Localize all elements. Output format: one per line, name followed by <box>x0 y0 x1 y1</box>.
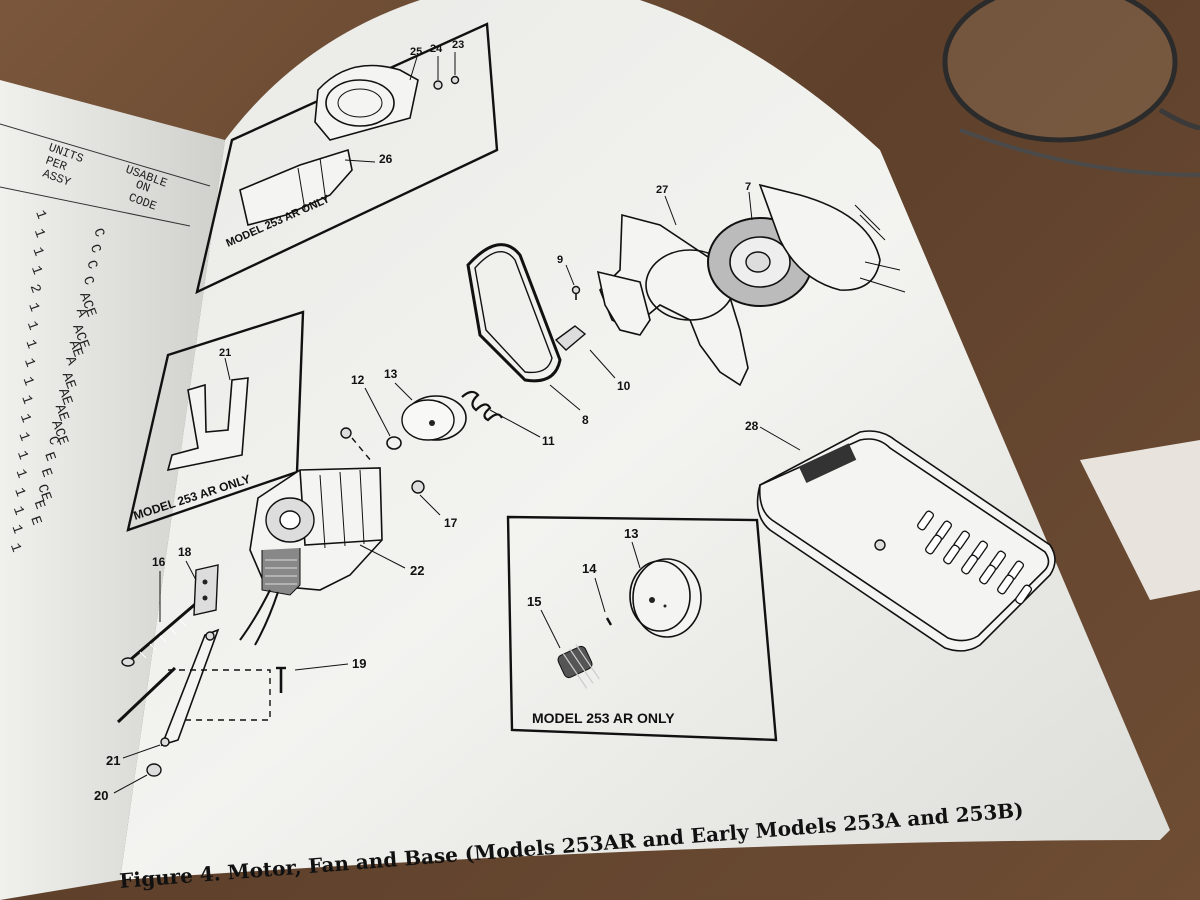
callout-15: 15 <box>527 594 541 609</box>
callout-26: 26 <box>379 152 393 166</box>
inset-bottom: 13 14 15 MODEL 253 AR ONLY <box>506 515 778 742</box>
callout-25: 25 <box>410 46 422 58</box>
callout-16: 16 <box>152 555 166 569</box>
callout-21: 21 <box>106 753 120 768</box>
callout-12: 12 <box>351 373 365 387</box>
callout-11: 11 <box>542 434 555 448</box>
eyeglasses <box>942 0 1200 177</box>
code_column-cell: AE <box>54 386 75 407</box>
code-header-2: ON <box>134 178 152 196</box>
inset-bottom-label: MODEL 253 AR ONLY <box>532 710 675 726</box>
callout-18: 18 <box>178 545 192 559</box>
vent-slot <box>961 554 979 575</box>
callout-10: 10 <box>617 379 631 393</box>
callout-23: 23 <box>452 39 464 51</box>
callout-17: 17 <box>444 516 458 530</box>
code_column-cell: AE <box>58 370 79 391</box>
vent-slot <box>917 510 935 531</box>
svg-text:PER: PER <box>44 154 69 175</box>
svg-text:ON: ON <box>134 178 152 196</box>
callout-27: 27 <box>656 184 668 196</box>
vent-slot <box>925 534 943 555</box>
callout-20: 20 <box>94 788 108 803</box>
right-page <box>120 0 1170 880</box>
callout-13-inset: 13 <box>624 526 638 541</box>
vent-slot <box>997 574 1015 595</box>
code_column-cell: CE <box>33 482 54 503</box>
desk-edge <box>1080 440 1200 600</box>
callout-19: 19 <box>352 656 366 671</box>
callout-28: 28 <box>745 419 759 433</box>
callout-24: 24 <box>430 43 443 55</box>
callout-13: 13 <box>384 367 398 381</box>
code_column-cell: AE <box>51 402 72 423</box>
exploded-diagram: 27 7 9 10 8 11 12 13 <box>94 181 1056 803</box>
callout-21-inset: 21 <box>219 347 231 359</box>
units-header-2: PER <box>44 154 69 175</box>
vent-slot <box>943 544 961 565</box>
vent-slot <box>979 564 997 585</box>
callout-7: 7 <box>745 181 751 193</box>
vent-slot <box>1015 584 1033 605</box>
code_column-cell: AE <box>65 338 86 359</box>
callout-9: 9 <box>557 254 563 266</box>
left-page <box>0 80 225 900</box>
callout-14: 14 <box>582 561 597 576</box>
callout-8: 8 <box>582 413 589 427</box>
callout-22: 22 <box>410 563 424 578</box>
